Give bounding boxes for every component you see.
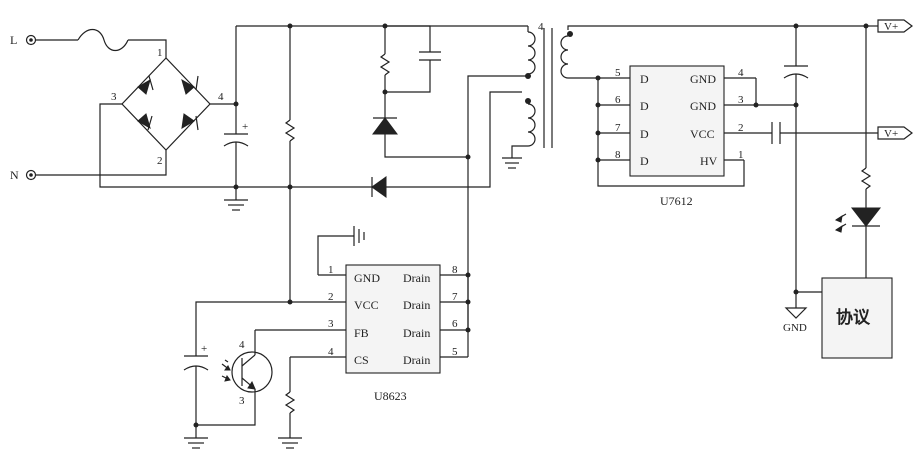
u8623-chip: U8623 1 2 3 4 GND VCC FB CS 8 7 6 5 Drai…	[255, 264, 468, 403]
u8623-pin3-num: 3	[328, 318, 334, 330]
vplus-top-tag: V+	[877, 19, 913, 33]
u8623-pin6-num: 6	[452, 318, 458, 330]
u7612-pin2-num: 2	[738, 122, 744, 134]
transformer-primary	[527, 31, 536, 75]
bridge-pin3: 3	[111, 91, 117, 103]
u7612-pin6-label: D	[640, 99, 649, 113]
u7612-pin7-num: 7	[615, 122, 621, 134]
startup-resistor	[284, 119, 296, 142]
u8623-pin4-num: 4	[328, 346, 334, 358]
ground-symbol-cs	[278, 437, 302, 449]
bridge-pin1: 1	[157, 47, 163, 59]
output-gnd-label: GND	[783, 322, 807, 334]
terminal-n: N	[10, 168, 37, 182]
u7612-pin3-label: GND	[690, 99, 716, 113]
u8623-pin7-label: Drain	[403, 298, 430, 312]
snubber-diode	[372, 117, 398, 135]
u7612-pin3-num: 3	[738, 94, 744, 106]
u7612-pin4-num: 4	[738, 67, 744, 79]
u8623-pin1-num: 1	[328, 264, 334, 276]
u7612-pin6-num: 6	[615, 94, 621, 106]
u8623-pin2-num: 2	[328, 291, 334, 303]
opto-led	[850, 207, 882, 227]
bridge-pin2: 2	[157, 155, 163, 167]
u8623-pin4-label: CS	[354, 353, 369, 367]
bridge-rectifier: 1 2 3 4	[111, 47, 224, 167]
opto-pin4: 4	[239, 339, 245, 351]
ground-symbol-aux	[502, 157, 522, 169]
opto-pin3: 3	[239, 395, 245, 407]
ground-symbol-u8623	[353, 226, 365, 246]
bulk-cap-plus: +	[242, 121, 248, 133]
ground-symbol-vcc	[184, 437, 208, 449]
terminal-l-label: L	[10, 33, 17, 47]
u8623-pin5-num: 5	[452, 346, 458, 358]
terminal-l: L	[10, 33, 37, 47]
transformer-pin4: 4	[538, 21, 544, 33]
ground-symbol-1	[224, 199, 248, 211]
u7612-pin2-label: VCC	[690, 127, 715, 141]
vcc-cap-plus: +	[201, 343, 207, 355]
u8623-pin2-label: VCC	[354, 298, 379, 312]
u8623-name: U8623	[374, 389, 407, 403]
u7612-pin5-num: 5	[615, 67, 621, 79]
cs-resistor	[284, 391, 296, 414]
led-resistor	[860, 167, 872, 190]
u8623-pin7-num: 7	[452, 291, 458, 303]
vplus-top-label: V+	[884, 21, 898, 33]
output-gnd-symbol: GND	[783, 292, 808, 334]
vplus-mid-tag: V+	[877, 126, 913, 140]
u7612-chip: U7612 5 6 7 8 D D D D 4 3 2 1 GND GND VC…	[598, 65, 772, 208]
bridge-pin4: 4	[218, 91, 224, 103]
vplus-mid-label: V+	[884, 128, 898, 140]
u8623-pin1-label: GND	[354, 271, 380, 285]
u7612-pin4-label: GND	[690, 72, 716, 86]
fuse	[77, 28, 129, 52]
u8623-pin6-label: Drain	[403, 326, 430, 340]
u8623-pin8-label: Drain	[403, 271, 430, 285]
protocol-box: 协议	[821, 277, 893, 359]
u8623-pin3-label: FB	[354, 326, 369, 340]
u7612-pin8-num: 8	[615, 149, 621, 161]
u8623-pin8-num: 8	[452, 264, 458, 276]
u8623-pin5-label: Drain	[403, 353, 430, 367]
u7612-pin7-label: D	[640, 127, 649, 141]
u7612-pin8-label: D	[640, 154, 649, 168]
u7612-pin1-label: HV	[700, 154, 718, 168]
optocoupler-transistor: 4 3	[221, 339, 273, 407]
protocol-label: 协议	[836, 307, 871, 328]
terminal-n-label: N	[10, 168, 19, 182]
u7612-pin5-label: D	[640, 72, 649, 86]
u7612-name: U7612	[660, 194, 693, 208]
transformer-secondary	[560, 35, 569, 79]
u7612-pin1-num: 1	[738, 149, 744, 161]
transformer-aux-winding	[527, 103, 536, 147]
snubber-resistor	[379, 53, 391, 76]
aux-diode	[371, 176, 387, 198]
